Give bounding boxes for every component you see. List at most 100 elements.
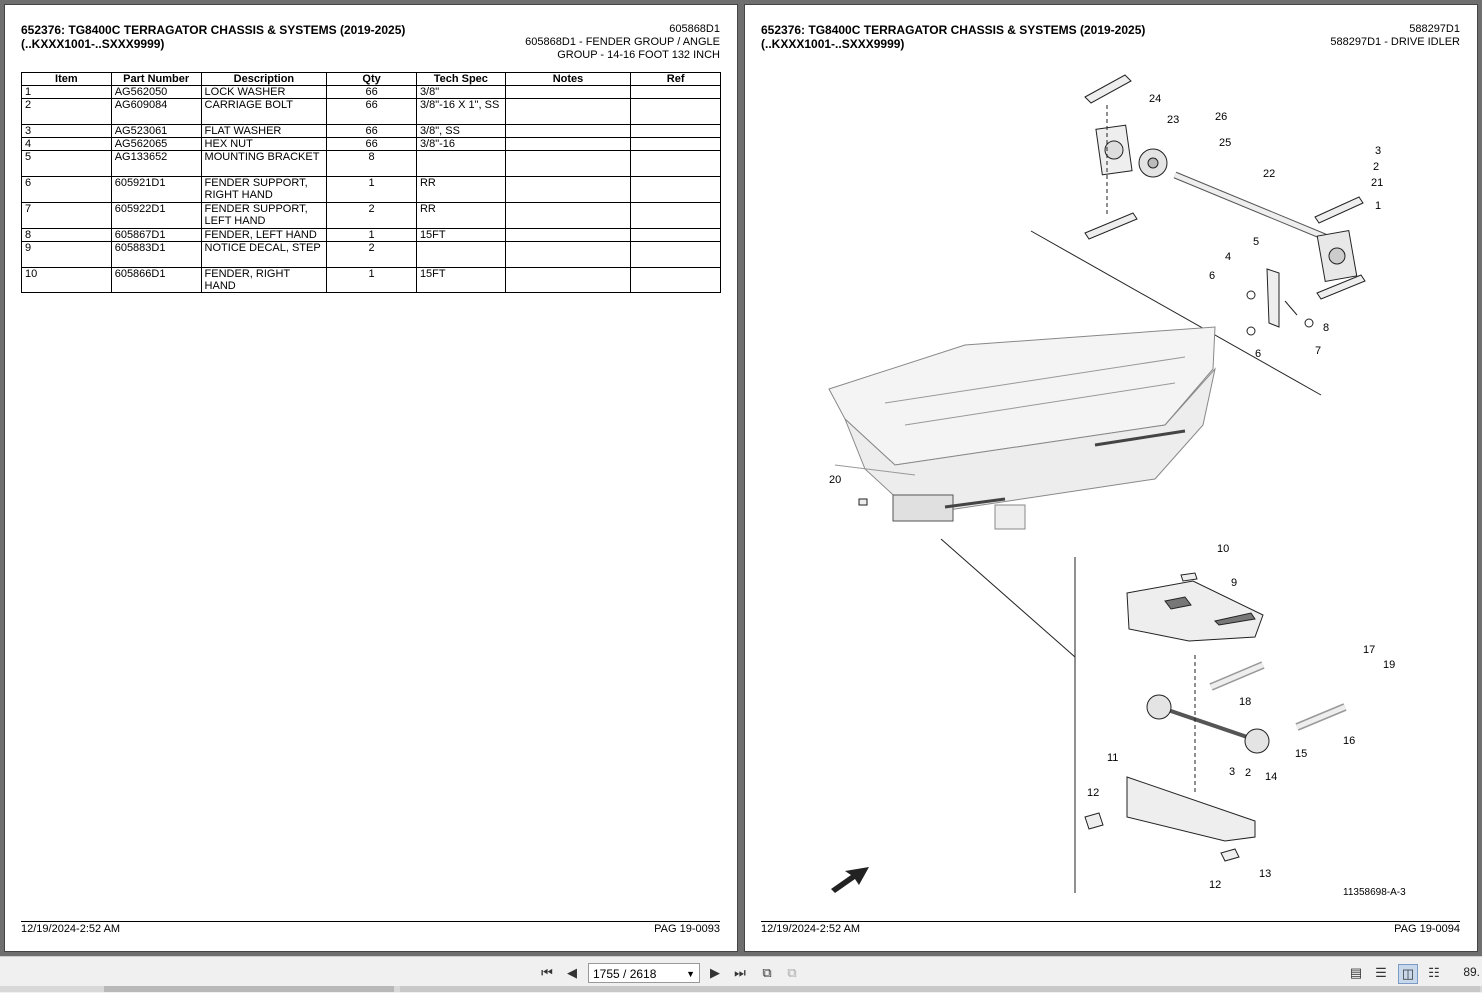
cell-tech-spec: 3/8"-16 <box>415 137 506 151</box>
cell-part-number: AG609084 <box>110 98 202 125</box>
footer-date: 12/19/2024-2:52 AM <box>21 923 121 935</box>
callout-13: 13 <box>1259 868 1271 880</box>
cell-notes <box>504 85 632 99</box>
callout-26: 26 <box>1215 111 1227 123</box>
scrollbar-track-segment <box>400 986 1480 992</box>
callout-5: 5 <box>1253 236 1259 248</box>
callout-12: 12 <box>1087 787 1099 799</box>
cell-part-number: 605867D1 <box>110 228 202 242</box>
page-select[interactable]: 1755 / 2618 ▼ <box>588 963 700 983</box>
footer-page: PAG 19-0093 <box>654 923 720 935</box>
callout-8: 8 <box>1323 322 1329 334</box>
cell-item: 5 <box>21 150 112 177</box>
cell-qty: 1 <box>326 267 417 293</box>
cell-qty: 66 <box>326 85 417 99</box>
cell-tech-spec: 3/8" <box>415 85 506 99</box>
cell-description: CARRIAGE BOLT <box>200 98 328 125</box>
footer-page: PAG 19-0094 <box>1394 923 1460 935</box>
callout-17: 17 <box>1363 644 1375 656</box>
callout-24: 24 <box>1149 93 1161 105</box>
cell-ref <box>630 85 721 99</box>
single-page-icon[interactable]: ▤ <box>1349 965 1363 980</box>
scrollbar-thumb[interactable] <box>104 986 394 992</box>
continuous-icon[interactable]: ☰ <box>1375 965 1387 980</box>
cell-part-number: AG133652 <box>110 150 202 177</box>
cell-ref <box>630 137 721 151</box>
col-ref: Ref <box>630 72 721 86</box>
right-page: 652376: TG8400C TERRAGATOR CHASSIS & SYS… <box>744 4 1478 952</box>
doc-number: 605868D1 <box>669 23 720 35</box>
table-header-row: Item Part Number Description Qty Tech Sp… <box>21 72 721 86</box>
callout-20: 20 <box>829 474 841 486</box>
footer-date: 12/19/2024-2:52 AM <box>761 923 861 935</box>
two-page-icon[interactable]: ◫ <box>1398 964 1418 984</box>
callout-9: 9 <box>1231 577 1237 589</box>
doc-header: 605868D1 605868D1 - FENDER GROUP / ANGLE… <box>525 23 720 62</box>
last-page-icon[interactable]: ⏭ <box>734 965 746 980</box>
footer-rule <box>21 921 720 922</box>
callout-11: 11 <box>1107 752 1118 764</box>
copy-icon[interactable]: ⧉ <box>787 965 797 980</box>
rotate-icon[interactable]: ⧉ <box>762 965 772 980</box>
cell-qty: 1 <box>326 176 417 203</box>
cell-qty: 2 <box>326 241 417 268</box>
cell-part-number: AG562050 <box>110 85 202 99</box>
cell-description: FENDER, LEFT HAND <box>200 228 328 242</box>
callout-12b: 12 <box>1209 879 1221 891</box>
cell-tech-spec <box>415 241 506 268</box>
callout-6b: 6 <box>1255 348 1261 360</box>
cell-ref <box>630 202 721 229</box>
doc-number: 588297D1 <box>1409 23 1460 35</box>
doc-description-2: GROUP - 14-16 FOOT 132 INCH <box>557 49 720 61</box>
callout-6: 6 <box>1209 270 1215 282</box>
cell-qty: 66 <box>326 137 417 151</box>
cell-description: FLAT WASHER <box>200 124 328 138</box>
callout-21: 21 <box>1371 177 1383 189</box>
cell-item: 6 <box>21 176 112 203</box>
exploded-parts-diagram: 24 23 26 25 22 3 2 21 1 5 4 6 8 7 6 20 1… <box>828 74 1406 898</box>
page-title: 652376: TG8400C TERRAGATOR CHASSIS & SYS… <box>21 23 406 51</box>
cell-item: 8 <box>21 228 112 242</box>
cell-ref <box>630 176 721 203</box>
first-page-icon[interactable]: ⏮ <box>541 965 553 980</box>
next-page-icon[interactable]: ▶ <box>710 965 720 980</box>
cell-ref <box>630 124 721 138</box>
cell-description: MOUNTING BRACKET <box>200 150 328 177</box>
prev-page-icon[interactable]: ◀ <box>567 965 577 980</box>
cell-item: 10 <box>21 267 112 293</box>
cell-notes <box>504 150 632 177</box>
cell-ref <box>630 150 721 177</box>
callout-22: 22 <box>1263 168 1275 180</box>
figure-id: 11358698-A-3 <box>1343 887 1406 898</box>
cell-qty: 66 <box>326 98 417 125</box>
cell-notes <box>504 267 632 293</box>
cell-part-number: AG562065 <box>110 137 202 151</box>
two-page-continuous-icon[interactable]: ☷ <box>1428 965 1440 980</box>
cell-notes <box>504 241 632 268</box>
cell-part-number: 605866D1 <box>110 267 202 293</box>
col-tech-spec: Tech Spec <box>415 72 506 86</box>
callout-23: 23 <box>1167 114 1179 126</box>
cell-notes <box>504 202 632 229</box>
cell-tech-spec: 3/8"-16 X 1", SS <box>415 98 506 125</box>
cell-description: FENDER SUPPORT, RIGHT HAND <box>200 176 328 203</box>
chevron-down-icon: ▼ <box>686 969 695 979</box>
zoom-level[interactable]: 89. <box>1463 965 1480 979</box>
callout-3: 3 <box>1375 145 1381 157</box>
callout-15: 15 <box>1295 748 1307 760</box>
left-page: 652376: TG8400C TERRAGATOR CHASSIS & SYS… <box>4 4 738 952</box>
page-indicator: 1755 / 2618 <box>593 967 657 981</box>
cell-notes <box>504 137 632 151</box>
callout-18: 18 <box>1239 696 1251 708</box>
col-qty: Qty <box>326 72 417 86</box>
cell-qty: 1 <box>326 228 417 242</box>
doc-description: 588297D1 - DRIVE IDLER <box>1330 36 1460 48</box>
cell-notes <box>504 124 632 138</box>
col-notes: Notes <box>504 72 632 86</box>
cell-description: LOCK WASHER <box>200 85 328 99</box>
